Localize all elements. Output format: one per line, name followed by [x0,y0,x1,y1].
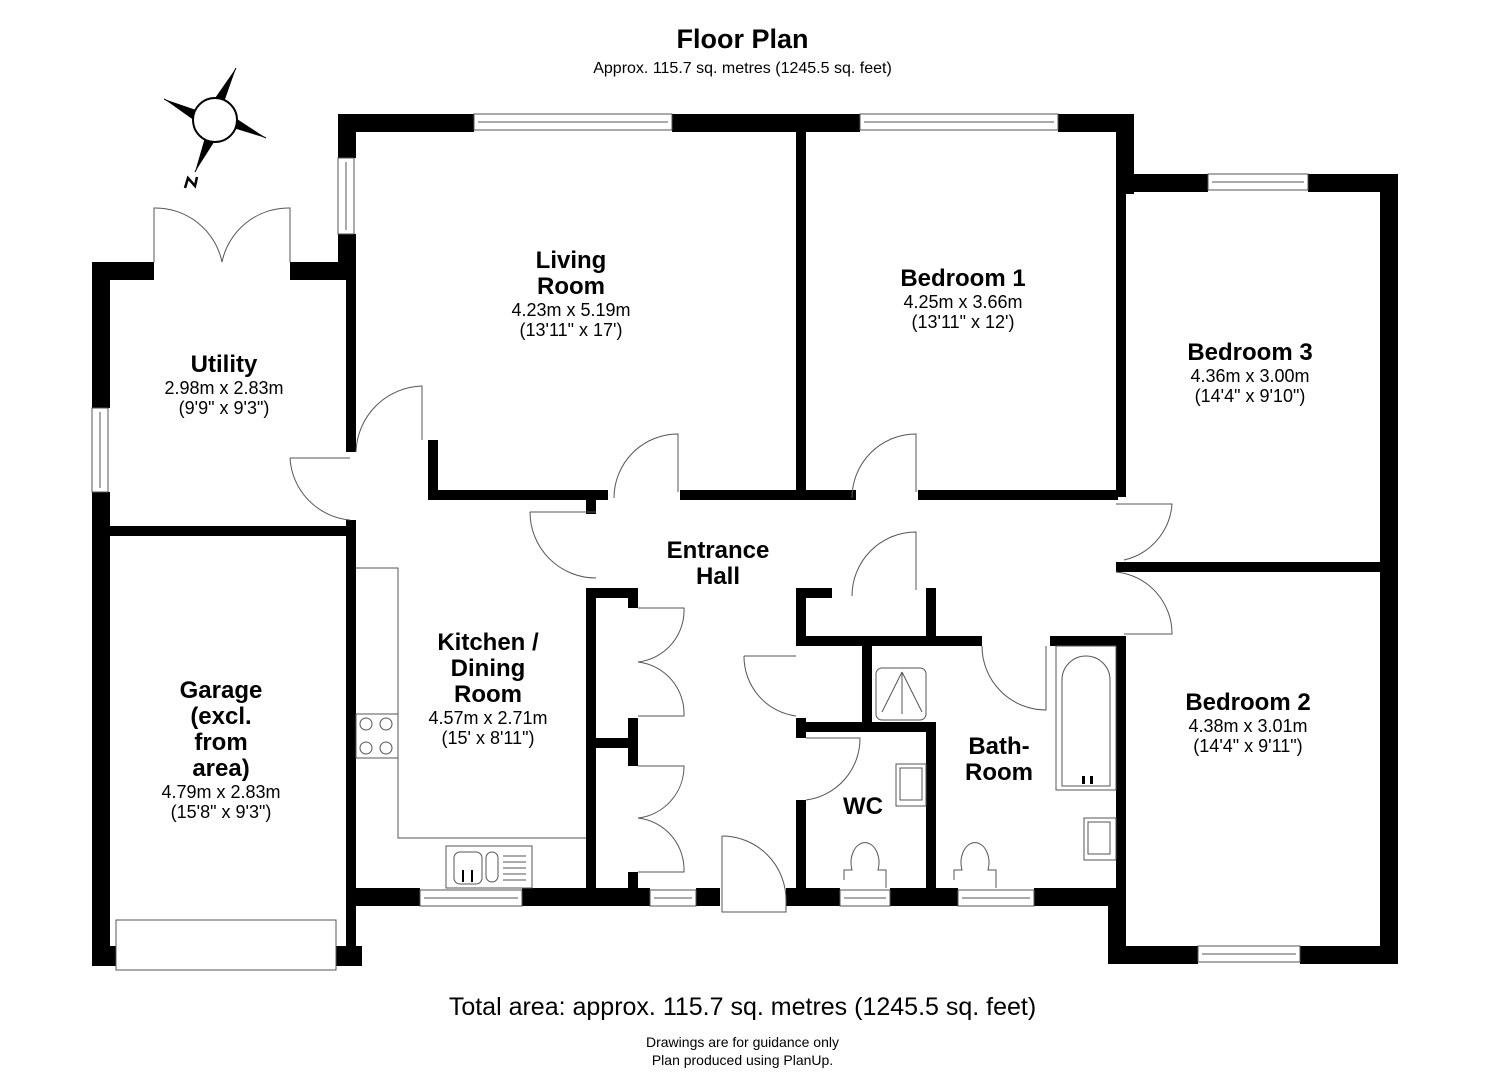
room-label-garage: Garage (excl. from area) 4.79m x 2.83m (… [161,677,281,823]
fixtures [355,567,1117,889]
room-label-kitchen-dining: Kitchen / Dining Room 4.57m x 2.71m (15'… [428,629,548,749]
room-label-bedroom-2: Bedroom 2 4.38m x 3.01m (14'4" x 9'11") [1185,689,1311,757]
room-label-bathroom: Bath- Room [965,733,1033,786]
compass-north-icon [163,67,267,189]
room-label-wc: WC [843,793,883,820]
page-subtitle: Approx. 115.7 sq. metres (1245.5 sq. fee… [593,60,892,77]
room-label-entrance-hall: Entrance Hall [666,537,770,590]
credit: Plan produced using PlanUp. [651,1052,834,1068]
room-label-utility: Utility 2.98m x 2.83m (9'9" x 9'3") [164,351,284,419]
doors [153,207,1173,913]
walls [92,114,1398,966]
windows [91,113,1309,971]
room-label-living-room: Living Room 4.23m x 5.19m (13'11" x 17') [511,247,631,341]
room-label-bedroom-1: Bedroom 1 4.25m x 3.66m (13'11" x 12') [900,265,1026,333]
total-area: Total area: approx. 115.7 sq. metres (12… [448,993,1037,1021]
room-label-bedroom-3: Bedroom 3 4.36m x 3.00m (14'4" x 9'10") [1187,339,1313,407]
disclaimer: Drawings are for guidance only [646,1034,839,1050]
page-title: Floor Plan [676,24,809,54]
